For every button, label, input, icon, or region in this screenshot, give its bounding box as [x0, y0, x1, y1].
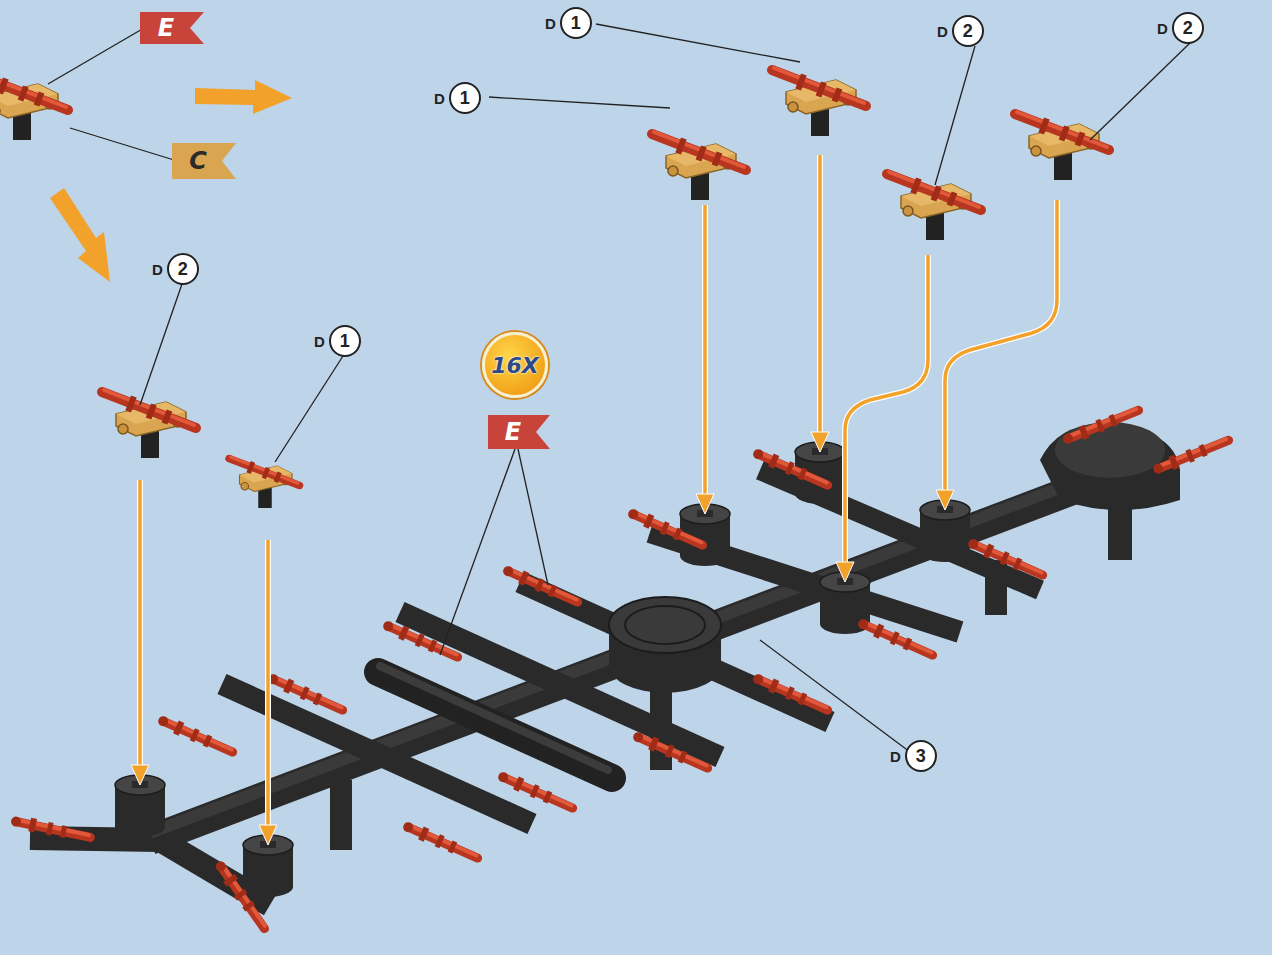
- flag-label-box: E: [488, 415, 538, 449]
- part-letter: D: [434, 90, 445, 107]
- callout-number: 1: [329, 325, 361, 357]
- callout-number: 1: [449, 82, 481, 114]
- arrow-heads: [131, 432, 954, 845]
- socket-studs: [115, 442, 970, 897]
- callout-group: D2: [937, 13, 984, 49]
- flag-label-box: C: [172, 143, 224, 179]
- callout-group: D2: [152, 251, 199, 287]
- callout-group: D1: [434, 80, 481, 116]
- placement-arrows: [140, 155, 1057, 827]
- part-letter: E: [158, 14, 174, 42]
- quantity-badge: 16X: [482, 332, 548, 398]
- callout-group: D1: [545, 5, 592, 41]
- part-letter: D: [314, 333, 325, 350]
- part-flag: C: [172, 143, 236, 179]
- callout-number: 2: [1172, 12, 1204, 44]
- callout-group: D3: [890, 738, 937, 774]
- part-letter: D: [152, 261, 163, 278]
- callout-number: 1: [560, 7, 592, 39]
- part-flag: E: [140, 12, 204, 44]
- callout-number: 2: [167, 253, 199, 285]
- part-flag: E: [488, 415, 550, 449]
- callout-group: D2: [1157, 10, 1204, 46]
- flag-fill: [172, 143, 236, 179]
- part-letter: C: [189, 147, 207, 175]
- black-frame: [30, 422, 1180, 905]
- mounted-cannons: [10, 404, 1232, 933]
- part-letter: E: [505, 418, 521, 446]
- callout-number: 2: [952, 15, 984, 47]
- flag-fill: [140, 12, 204, 44]
- step-arrows: [50, 80, 292, 282]
- flag-label-box: E: [140, 12, 192, 44]
- callout-number: 3: [905, 740, 937, 772]
- part-letter: D: [937, 23, 948, 40]
- part-letter: D: [545, 15, 556, 32]
- part-letter: D: [1157, 20, 1168, 37]
- leader-lines: [48, 24, 1190, 752]
- part-letter: D: [890, 748, 901, 765]
- callout-group: D1: [314, 323, 361, 359]
- flag-fill: [488, 415, 550, 449]
- quantity-text: 16X: [491, 353, 539, 378]
